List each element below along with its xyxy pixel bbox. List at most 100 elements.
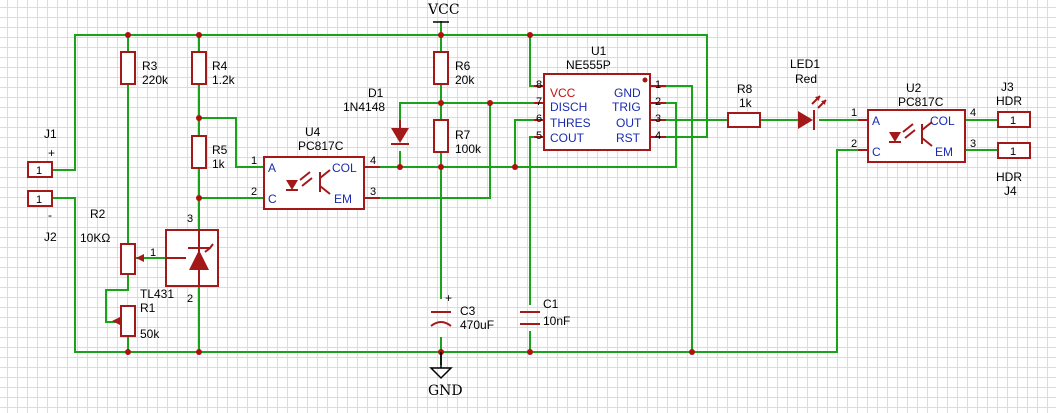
- svg-text:1k: 1k: [212, 157, 226, 171]
- junction: [397, 164, 403, 170]
- wire-top-rail: [74, 34, 708, 121]
- svg-text:3: 3: [970, 138, 976, 150]
- shunt-regulator-tl431[interactable]: 3 2 TL431: [140, 213, 219, 305]
- j3-value: HDR: [996, 94, 1022, 108]
- svg-text:A: A: [872, 114, 880, 128]
- svg-text:1: 1: [150, 247, 156, 259]
- svg-text:R2: R2: [90, 207, 106, 221]
- svg-text:10KΩ: 10KΩ: [80, 231, 110, 245]
- svg-text:TRIG: TRIG: [612, 100, 641, 114]
- junction: [125, 349, 131, 355]
- resistor-r6[interactable]: R6 20k: [433, 51, 475, 87]
- svg-text:A: A: [268, 161, 276, 175]
- svg-text:R4: R4: [212, 59, 228, 73]
- svg-text:2: 2: [655, 96, 661, 108]
- optocoupler-u2[interactable]: A C COL EM 1 2 4 3 U2 PC817C: [851, 81, 976, 163]
- svg-text:C3: C3: [460, 304, 476, 318]
- svg-text:220k: 220k: [142, 73, 169, 87]
- capacitor-c3[interactable]: + C3 470uF: [430, 291, 494, 332]
- junction: [512, 164, 518, 170]
- svg-text:Red: Red: [795, 72, 817, 86]
- junction: [196, 349, 202, 355]
- j1-sign: +: [48, 146, 55, 160]
- svg-text:7: 7: [536, 96, 542, 108]
- svg-text:3: 3: [370, 186, 376, 198]
- svg-text:LED1: LED1: [790, 57, 820, 71]
- junction: [487, 100, 493, 106]
- wire-u1-trig: [514, 102, 677, 168]
- connector-j4[interactable]: 1 HDR J4: [996, 142, 1031, 198]
- resistor-r8[interactable]: R8 1k: [727, 82, 761, 128]
- svg-text:R7: R7: [455, 128, 471, 142]
- svg-text:R8: R8: [737, 82, 753, 96]
- resistor-r4[interactable]: R4 1.2k: [191, 51, 236, 87]
- svg-text:EM: EM: [334, 192, 352, 206]
- svg-text:U2: U2: [906, 81, 922, 95]
- svg-text:DISCH: DISCH: [550, 100, 587, 114]
- potentiometer-r2[interactable]: R2 10KΩ 1: [80, 207, 156, 275]
- svg-text:1: 1: [1010, 115, 1016, 127]
- resistor-r7[interactable]: R7 100k: [433, 119, 482, 156]
- svg-text:R1: R1: [140, 301, 156, 315]
- wire-u4-col: [379, 119, 535, 168]
- svg-text:4: 4: [655, 130, 661, 142]
- wire-u1-thres: [529, 136, 535, 353]
- svg-text:4: 4: [370, 155, 376, 167]
- svg-text:2: 2: [851, 138, 857, 150]
- wire-top-left: [51, 34, 76, 171]
- connector-j2[interactable]: 1 - J2: [27, 190, 57, 244]
- j1-ref: J1: [44, 127, 57, 141]
- wire-j2: [51, 149, 859, 353]
- capacitor-c1[interactable]: C1 10nF: [520, 297, 570, 328]
- resistor-r3[interactable]: R3 220k: [120, 51, 169, 87]
- svg-text:1: 1: [851, 107, 857, 119]
- gnd-label: GND: [428, 383, 463, 399]
- svg-text:VCC: VCC: [550, 86, 576, 100]
- j2-sign: -: [48, 208, 52, 222]
- svg-text:3: 3: [655, 113, 661, 125]
- svg-text:U4: U4: [305, 125, 321, 139]
- junction: [527, 32, 533, 38]
- junction: [196, 195, 202, 201]
- junction: [438, 164, 444, 170]
- wire-u1-gnd: [665, 85, 693, 353]
- junction: [196, 115, 202, 121]
- resistor-r5[interactable]: R5 1k: [191, 135, 228, 171]
- svg-text:1: 1: [1010, 146, 1016, 158]
- svg-text:470uF: 470uF: [460, 318, 494, 332]
- svg-text:2: 2: [251, 186, 257, 198]
- svg-text:6: 6: [536, 113, 542, 125]
- svg-text:1N4148: 1N4148: [343, 100, 385, 114]
- svg-text:5: 5: [536, 130, 542, 142]
- connector-j1[interactable]: 1 J1 +: [27, 127, 57, 178]
- svg-text:1: 1: [36, 194, 42, 206]
- svg-text:1: 1: [251, 155, 257, 167]
- optocoupler-u4[interactable]: A C COL EM 1 2 4 3 U4 PC817C: [251, 125, 380, 210]
- timer-ic-u1[interactable]: VCC DISCH THRES COUT GND TRIG OUT RST 8 …: [534, 44, 666, 151]
- svg-text:50k: 50k: [140, 327, 160, 341]
- svg-text:C: C: [268, 192, 277, 206]
- connector-j3[interactable]: 1 J3 HDR: [996, 80, 1031, 128]
- gnd-symbol: GND: [428, 352, 463, 399]
- svg-text:D1: D1: [368, 86, 384, 100]
- diode-d1[interactable]: D1 1N4148: [343, 86, 409, 145]
- j2-ref: J2: [44, 230, 57, 244]
- junction: [125, 32, 131, 38]
- svg-text:RST: RST: [616, 131, 641, 145]
- svg-text:4: 4: [970, 107, 976, 119]
- potentiometer-r1[interactable]: R1 50k: [112, 301, 160, 341]
- svg-text:20k: 20k: [455, 73, 475, 87]
- junction: [527, 349, 533, 355]
- junction: [196, 32, 202, 38]
- j3-ref: J3: [1001, 80, 1014, 94]
- svg-text:COUT: COUT: [550, 131, 585, 145]
- svg-text:NE555P: NE555P: [566, 58, 611, 72]
- svg-text:R5: R5: [212, 143, 228, 157]
- svg-text:1k: 1k: [739, 96, 753, 110]
- led-led1[interactable]: LED1 Red: [790, 57, 827, 130]
- wire-u1-rst: [665, 119, 708, 138]
- svg-text:1: 1: [655, 79, 661, 91]
- wire-u4-em: [379, 102, 491, 199]
- tl431-label: TL431: [140, 287, 174, 301]
